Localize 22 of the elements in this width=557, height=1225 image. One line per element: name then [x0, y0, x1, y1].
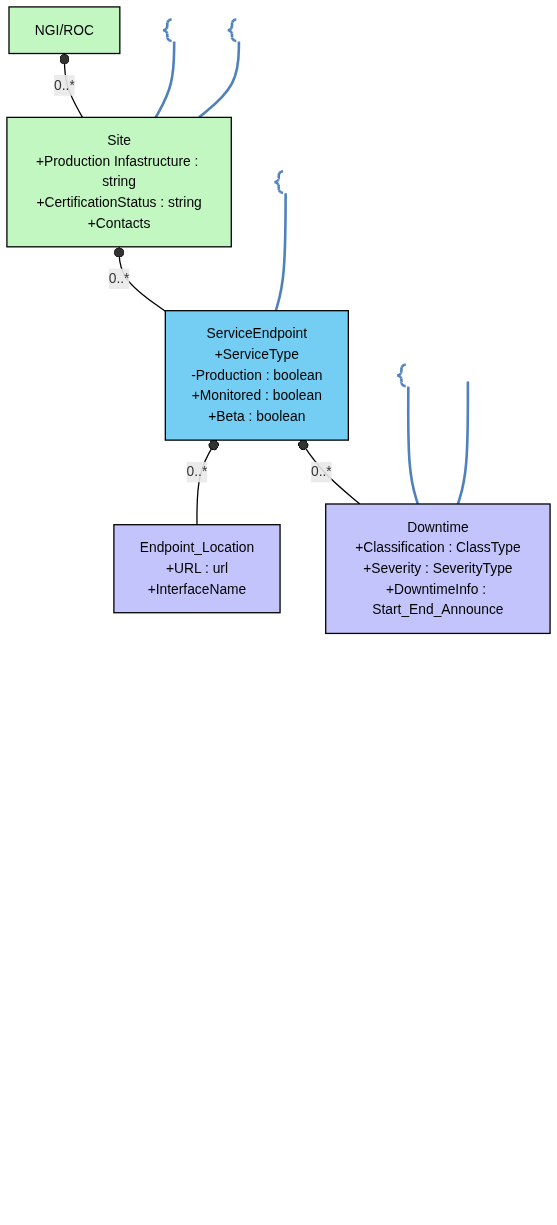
- node-box: Site +Production Infastructure : string +CertificationStatus : string +Contacts: [6, 116, 232, 248]
- node-box: ServiceEndpoint +ServiceType -Production : boolean +Monitored : boolean +Beta : boolean: [164, 310, 349, 441]
- connector: [456, 381, 470, 505]
- node-bracket: [226, 18, 238, 43]
- node-bracket: [395, 363, 408, 388]
- node-box: Endpoint_Location +URL : url +InterfaceName: [113, 524, 281, 614]
- connector: [198, 41, 241, 119]
- connector: [113, 246, 166, 312]
- node-bracket: [161, 18, 173, 43]
- edge-label: 0..*: [311, 464, 332, 479]
- connector: [406, 386, 420, 505]
- node-box: Downtime +Classification : ClassType +Severity : SeverityType +DowntimeInfo : Start_End_Announce: [325, 503, 551, 635]
- node-bracket: [273, 170, 285, 195]
- edge-label: 0..*: [186, 464, 208, 479]
- connector: [298, 439, 361, 505]
- edge-label: 0..*: [54, 77, 75, 93]
- connector: [196, 439, 219, 526]
- connector: [154, 41, 176, 118]
- connector: [59, 52, 84, 118]
- connector: [274, 193, 287, 312]
- edge-label: 0..*: [108, 270, 130, 286]
- node-box: NGI/ROC: [8, 6, 121, 55]
